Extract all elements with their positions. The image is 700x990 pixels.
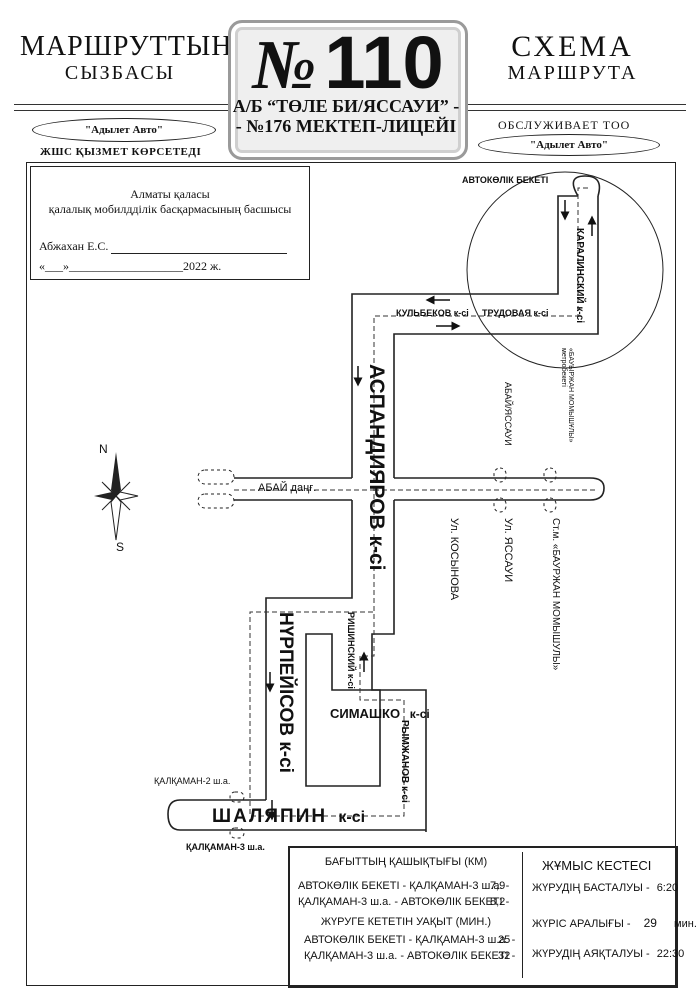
header-rule	[466, 104, 686, 105]
street-karalinskiy: КАРАЛИНСКИЙ к-сі	[574, 228, 585, 324]
terminal-label: АВТОКӨЛІК БЕКЕТІ	[462, 175, 549, 185]
street-rishinskiy: РИШИНСКИЙ к-сі	[346, 612, 356, 689]
approval-date: «___»___________________2022 ж.	[39, 259, 222, 273]
street-trudovaya: ТРУДОВАЯ к-сі	[482, 308, 549, 318]
kz-title-line2: СЫЗБАСЫ	[64, 62, 176, 84]
distance-row-1-label: АВТОКӨЛІК БЕКЕТІ - ҚАЛҚАМАН-3 ш.а. -	[298, 880, 510, 892]
schedule-interval: ЖҮРІС АРАЛЫҒЫ - 29 мин.	[532, 916, 697, 930]
street-abai-yassaui: АБАЙ/ЯССАУИ	[503, 382, 513, 446]
shalyapin-suffix: к-сі	[338, 809, 366, 826]
time-row-2-value: 32	[498, 950, 511, 962]
street-rymzhanov: РЫМЖАНОВ к-сі	[399, 720, 410, 803]
schedule-end-value: 22:30	[656, 948, 685, 960]
header-rule	[466, 110, 686, 111]
time-row-2-label: ҚАЛҚАМАН-3 ш.а. - АВТОКӨЛІК БЕКЕТІ -	[304, 950, 516, 962]
direction-arrows	[265, 200, 597, 821]
carrier-badge-ru: "Адылет Авто"	[478, 134, 660, 156]
carrier-badge-kz: "Адылет Авто"	[32, 118, 216, 142]
street-yassaui: Ул. ЯССАУИ	[502, 518, 514, 583]
route-name-line2: - №176 МЕКТЕП-ЛИЦЕЙІ	[235, 116, 457, 136]
route-line	[249, 187, 588, 817]
street-shalyapin: ШАЛЯПИН к-сі	[212, 806, 365, 828]
approval-block: Алматы қаласы қалалық мобилдділік басқар…	[30, 166, 310, 280]
ru-title-line2: МАРШРУТА	[507, 62, 638, 84]
route-name: А/Б “ТӨЛЕ БИ/ЯССАУИ” - - №176 МЕКТЕП-ЛИЦ…	[232, 96, 460, 136]
kz-title-line1: МАРШРУТТЫҢ	[20, 31, 233, 62]
approval-line1: Алматы қаласы	[130, 187, 210, 201]
number-sign: №	[252, 27, 317, 104]
schedule-interval-label: ЖҮРІС АРАЛЫҒЫ -	[532, 918, 631, 930]
route-number-value: 110	[324, 21, 444, 104]
time-title: ЖҮРУГЕ КЕТЕТІН УАҚЫТ (МИН.)	[320, 916, 492, 928]
compass-north: N	[99, 442, 108, 456]
distance-row-2-label: ҚАЛҚАМАН-3 ш.а. - АВТОКӨЛІК БЕКЕТІ -	[298, 896, 510, 908]
header-rule	[14, 104, 228, 105]
time-row-2: ҚАЛҚАМАН-3 ш.а. - АВТОКӨЛІК БЕКЕТІ -	[304, 950, 515, 962]
schedule-start: ЖҮРУДІҢ БАСТАЛУЫ - 6:20	[532, 882, 678, 894]
carrier-caption-kz: ЖШС ҚЫЗМЕТ КӨРСЕТЕДІ	[40, 146, 202, 158]
ru-title: СХЕМА МАРШРУТА	[470, 30, 675, 85]
street-simashko: СИМАШКО к-сі	[330, 706, 430, 721]
street-corridor	[167, 175, 605, 832]
route-name-line1: А/Б “ТӨЛЕ БИ/ЯССАУИ” -	[232, 96, 460, 116]
metro-zone-circle	[466, 171, 664, 369]
schedule-end-label: ЖҮРУДІҢ АЯҚТАЛУЫ -	[532, 948, 650, 960]
schedule-start-label: ЖҮРУДІҢ БАСТАЛУЫ -	[532, 882, 650, 894]
approval-signer-name: Абжахан Е.С.	[39, 239, 109, 253]
time-row-1: АВТОКӨЛІК БЕКЕТІ - ҚАЛҚАМАН-3 ш.а. -	[304, 934, 515, 946]
stop-kalkaman2: ҚАЛҚАМАН-2 ш.а.	[154, 776, 231, 786]
time-row-1-value: 25	[498, 934, 511, 946]
map-frame	[26, 162, 676, 986]
header-rule	[14, 110, 228, 111]
simashko-name: СИМАШКО	[330, 706, 401, 721]
carrier-caption-ru: ОБСЛУЖИВАЕТ ТОО	[498, 118, 631, 132]
schedule-end: ЖҮРУДІҢ АЯҚТАЛУЫ - 22:30	[532, 948, 684, 960]
schedule-interval-unit: мин.	[674, 918, 697, 930]
compass-south: S	[116, 540, 125, 554]
ru-title-line1: СХЕМА	[511, 30, 634, 63]
distance-row-1: АВТОКӨЛІК БЕКЕТІ - ҚАЛҚАМАН-3 ш.а. -	[298, 880, 509, 892]
schedule-interval-value: 29	[643, 916, 657, 930]
schedule-title: ЖҰМЫС КЕСТЕСІ	[542, 858, 652, 873]
time-row-1-label: АВТОКӨЛІК БЕКЕТІ - ҚАЛҚАМАН-3 ш.а. -	[304, 934, 516, 946]
signature-line	[111, 253, 288, 254]
shalyapin-name: ШАЛЯПИН	[212, 806, 328, 827]
route-info-box: БАҒЫТТЫҢ ҚАШЫҚТЫҒЫ (КМ) АВТОКӨЛІК БЕКЕТІ…	[288, 846, 697, 988]
street-kosynova: Ул. КОСЫНОВА	[448, 518, 460, 601]
stop-markers	[197, 467, 557, 839]
schedule-start-value: 6:20	[656, 882, 679, 894]
street-baurzhan-st: Ст.м. «БАУРЖАН МОМЫШУЛЫ»	[550, 518, 561, 671]
street-baurzhan-stop: «БАУЫРЖАН МОМЫШҰЛЫ» метробекеті	[560, 348, 574, 443]
simashko-suffix: к-сі	[409, 707, 430, 721]
distance-row-2: ҚАЛҚАМАН-3 ш.а. - АВТОКӨЛІК БЕКЕТІ -	[298, 896, 509, 908]
distance-row-2-value: 8,2	[490, 896, 506, 908]
compass-rose	[94, 452, 139, 541]
street-nurpeisov: НҮРПЕЙІСОВ к-сі	[275, 612, 296, 773]
stop-kalkaman3: ҚАЛҚАМАН-3 ш.а.	[186, 842, 265, 852]
route-number-plate	[228, 20, 468, 160]
info-divider	[522, 852, 523, 978]
approval-line2: қалалық мобилдділік басқармасының басшыс…	[48, 202, 292, 216]
street-abai: АБАЙ даңғ.	[258, 482, 317, 494]
street-aspandiyarov: АСПАНДИЯРОВ к-сі	[365, 364, 388, 571]
street-kulbekov: КУЛЬБЕКОВ к-сі	[396, 308, 469, 318]
kz-title: МАРШРУТТЫҢ СЫЗБАСЫ	[20, 31, 233, 85]
distance-title: БАҒЫТТЫҢ ҚАШЫҚТЫҒЫ (КМ)	[324, 856, 488, 868]
distance-row-1-value: 7,9	[490, 880, 506, 892]
approval-signer: Абжахан Е.С.	[39, 239, 288, 254]
